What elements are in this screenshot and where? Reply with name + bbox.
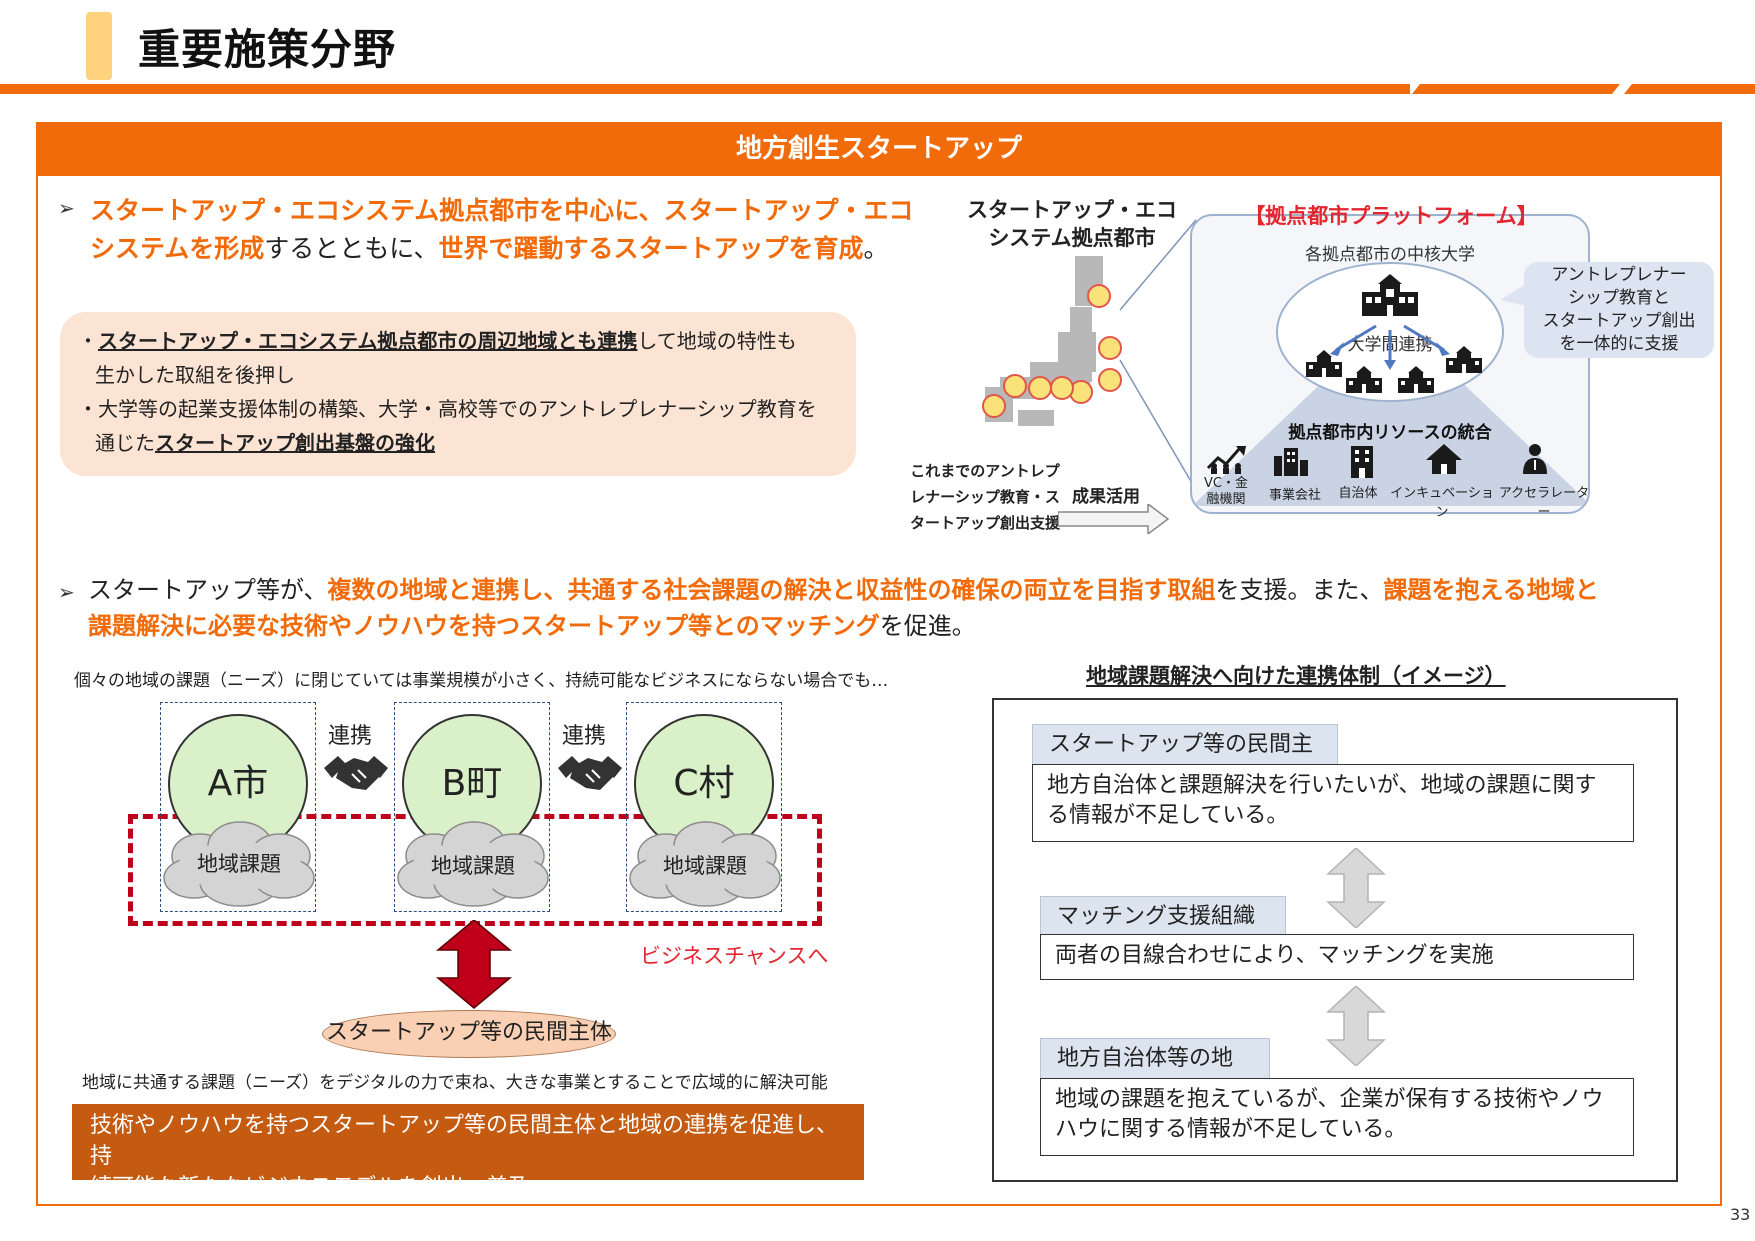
zoom-connector-lines bbox=[1119, 219, 1197, 491]
private-entity-ellipse: スタートアップ等の民間主体 bbox=[322, 1010, 616, 1058]
updown-arrow-2 bbox=[1326, 986, 1386, 1066]
incubation-icon bbox=[1424, 442, 1464, 480]
university-icon-left bbox=[1304, 350, 1344, 382]
point1-text: スタートアップ・エコシステム拠点都市を中心に、スタートアップ・エコ システムを形… bbox=[90, 196, 914, 263]
issue-cloud-b bbox=[394, 816, 552, 914]
page-number: 33 bbox=[1730, 1205, 1751, 1224]
handshake-icon-bc bbox=[558, 748, 622, 800]
right-diagram-title: 地域課題解決へ向けた連携体制（イメージ） bbox=[1086, 664, 1506, 688]
vertical-double-arrow bbox=[435, 920, 513, 1009]
block-text-startup: 地方自治体と課題解決を行いたいが、地域の課題に関する情報が不足している。 bbox=[1032, 764, 1634, 842]
section-banner-title: 地方創生スタートアップ bbox=[735, 134, 1022, 164]
issue-label-c: 地域課題 bbox=[663, 854, 747, 878]
section-banner: 地方創生スタートアップ bbox=[36, 122, 1722, 176]
city-name-b: B町 bbox=[441, 763, 503, 804]
result-box: 技術やノウハウを持つスタートアップ等の民間主体と地域の連携を促進し、持続可能な新… bbox=[72, 1104, 864, 1200]
peach-summary-box bbox=[60, 312, 856, 476]
city-box-a bbox=[160, 702, 316, 912]
city-name-a: A市 bbox=[207, 763, 269, 804]
inter-univ-arrows bbox=[1330, 324, 1450, 370]
issue-label-b: 地域課題 bbox=[431, 854, 515, 878]
callout-pointer bbox=[1500, 284, 1526, 306]
block-label-matching: マッチング支援組織 bbox=[1040, 896, 1286, 938]
link-label-ab: 連携 bbox=[328, 724, 373, 749]
city-name-c: C村 bbox=[673, 763, 735, 804]
city-box-c bbox=[626, 702, 782, 912]
point2-marker: ➢ bbox=[58, 580, 75, 604]
issue-label-a: 地域課題 bbox=[197, 852, 281, 876]
university-icon-mid1 bbox=[1344, 366, 1384, 398]
resource-incubation-label: インキュベーション bbox=[1390, 486, 1494, 520]
page-title: 重要施策分野 bbox=[138, 25, 397, 74]
block-text-local: 地域の課題を抱えているが、企業が保有する技術やノウハウに関する情報が不足している… bbox=[1040, 1078, 1634, 1156]
resource-municipality-label: 自治体 bbox=[1338, 486, 1378, 501]
outcome-arrow bbox=[1058, 504, 1170, 534]
link-label-bc: 連携 bbox=[562, 724, 607, 749]
university-icon-mid2 bbox=[1396, 366, 1436, 398]
outcome-label: 成果活用 bbox=[1072, 487, 1140, 507]
accelerator-icon bbox=[1520, 442, 1550, 478]
point1-marker: ➢ bbox=[58, 196, 75, 220]
peach-summary-text: ・スタートアップ・エコシステム拠点都市の周辺地域とも連携して地域の特性も 生かし… bbox=[78, 329, 817, 455]
city-box-b bbox=[394, 702, 550, 912]
map-star-markers bbox=[982, 284, 1122, 418]
block-text-matching: 両者の目線合わせにより、マッチングを実施 bbox=[1040, 934, 1634, 980]
resource-accelerator-label: アクセラレーター bbox=[1498, 486, 1590, 520]
vc-finance-icon bbox=[1206, 444, 1248, 478]
university-icon-right bbox=[1444, 346, 1484, 378]
header-rule bbox=[0, 84, 1755, 94]
platform-title: 【拠点都市プラットフォーム】 bbox=[1244, 204, 1538, 228]
resource-company-label: 事業会社 bbox=[1268, 488, 1321, 503]
title-accent-bar bbox=[86, 12, 112, 80]
left-caption-bottom: 地域に共通する課題（ニーズ）をデジタルの力で束ね、大きな事業とすることで広域的に… bbox=[82, 1073, 828, 1093]
past-support-text: これまでのアントレプレナーシップ教育・スタートアップ創出支援 bbox=[909, 462, 1060, 532]
university-main-icon bbox=[1358, 272, 1422, 322]
municipality-icon bbox=[1348, 444, 1376, 482]
company-icon bbox=[1272, 446, 1310, 480]
point2-text: スタートアップ等が、複数の地域と連携し、共通する社会課題の解決と収益性の確保の両… bbox=[88, 576, 1599, 640]
resources-title: 拠点都市内リソースの統合 bbox=[1288, 423, 1492, 443]
right-diagram-frame bbox=[992, 698, 1678, 1182]
callout-bubble: アントレプレナーシップ教育と スタートアップ創出を一体的に支援 bbox=[1524, 262, 1714, 358]
updown-arrow-1 bbox=[1326, 848, 1386, 928]
resource-vc-label: VC・金融機関 bbox=[1204, 476, 1248, 507]
issue-cloud-c bbox=[626, 816, 784, 914]
university-core-label: 各拠点都市の中核大学 bbox=[1305, 245, 1475, 265]
map-title: スタートアップ・エコシステム拠点都市 bbox=[967, 198, 1177, 250]
handshake-icon-ab bbox=[324, 748, 388, 800]
left-caption-top: 個々の地域の課題（ニーズ）に閉じていては事業規模が小さく、持続可能なビジネスにな… bbox=[74, 671, 889, 691]
issue-cloud-a bbox=[160, 816, 318, 914]
business-chance-label: ビジネスチャンスへ bbox=[640, 944, 829, 968]
